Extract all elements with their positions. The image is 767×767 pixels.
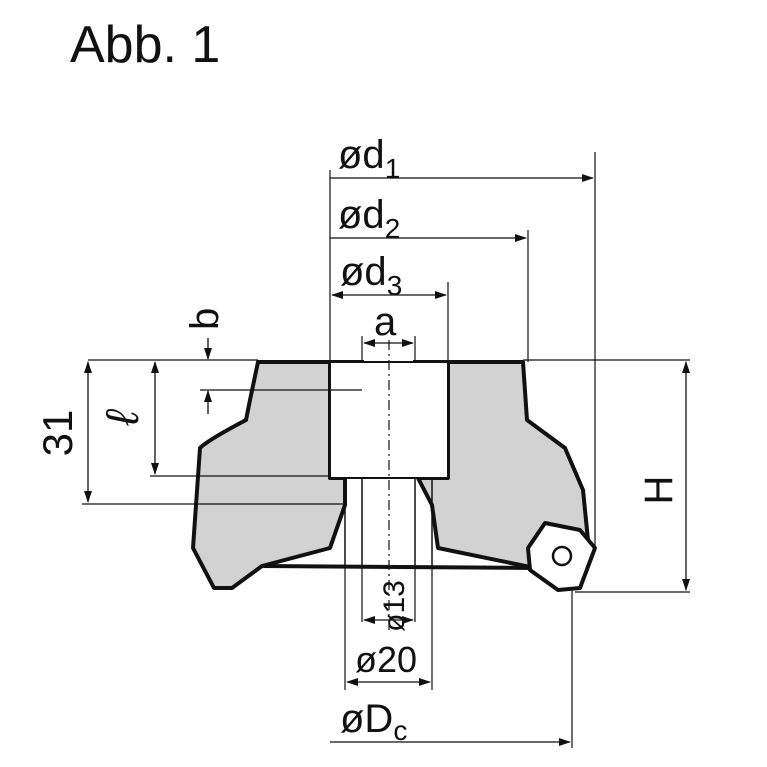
label-bore-20: ø20 (355, 639, 417, 680)
bottom-face (261, 564, 536, 570)
label-d3: ød3 (340, 250, 402, 301)
label-Dc: øDc (340, 697, 407, 746)
dimension-lines (84, 174, 690, 746)
label-b: b (183, 308, 227, 330)
cutting-insert (526, 521, 597, 592)
label-H: H (637, 476, 681, 505)
label-d2: ød2 (338, 193, 400, 244)
figure-title: Abb. 1 (70, 16, 220, 74)
cutter-body-left (191, 360, 347, 590)
label-bore-13: ø13 (378, 580, 411, 632)
label-31: 31 (34, 410, 81, 457)
label-a: a (374, 300, 397, 344)
label-d1: ød1 (338, 133, 400, 184)
label-l: ℓ (96, 408, 148, 426)
extension-lines (82, 152, 690, 748)
